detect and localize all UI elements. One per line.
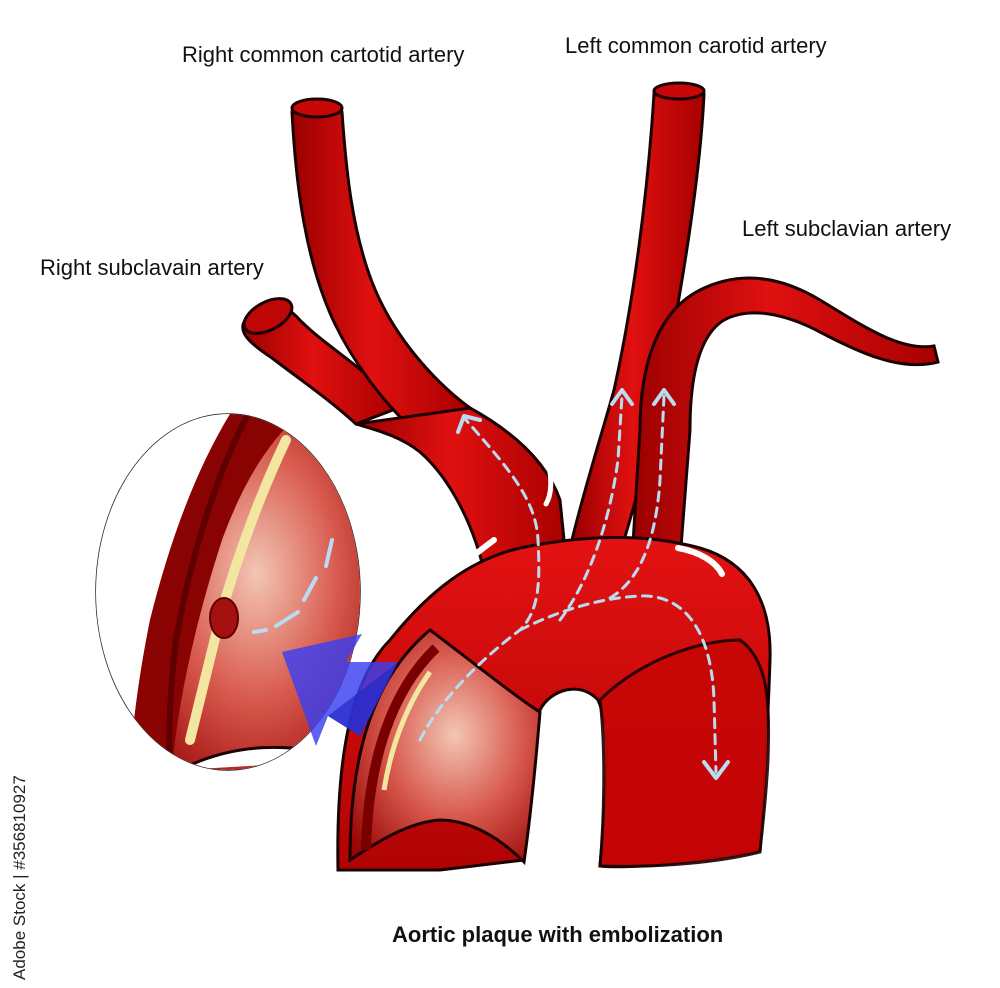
cutaway-wall [361,644,440,851]
highlight [465,537,497,563]
left-subclavian-artery [630,276,940,562]
right-common-carotid-artery [290,102,473,438]
brachiocephalic-trunk [355,406,568,582]
right-carotid-opening [290,97,344,119]
stock-id-label-container: Adobe Stock | #356810927 [8,752,38,982]
right-common-carotid-label: Right common cartotid artery [182,42,465,67]
right-subclavian-label: Right subclavain artery [40,255,264,280]
blood-flow-arrows [418,394,718,774]
left-carotid-opening [652,81,706,101]
right-subclavian-opening [242,297,294,335]
plaque-icon [209,597,239,639]
left-subclavian-label: Left subclavian artery [742,216,952,241]
highlight [543,459,554,507]
stock-id-label: Adobe Stock | #356810927 [10,775,29,980]
pointer-arrow [282,634,398,746]
diagram-caption: Aortic plaque with embolization [392,922,724,947]
cutaway-plaque [381,670,433,791]
descending-aorta [598,638,771,868]
left-common-carotid-label: Left common carotid artery [565,33,827,58]
highlight [675,545,725,577]
highlight [433,563,463,583]
flow-arrowheads [456,388,730,780]
